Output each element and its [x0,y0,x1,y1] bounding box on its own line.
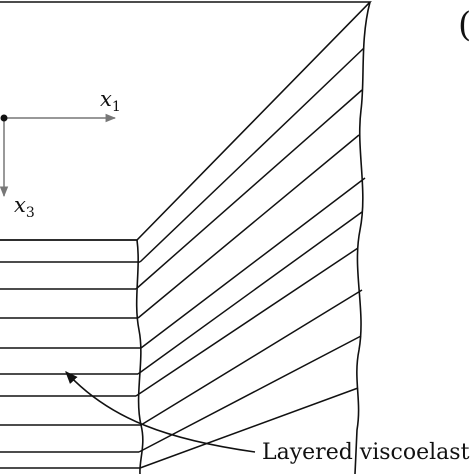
front-cut-edge [135,239,144,474]
side-layer-line [135,89,363,290]
annotation-label: Layered viscoelast [262,440,470,465]
side-layer-line [137,211,363,375]
side-layer-lines [135,47,366,469]
side-layer-line [139,387,359,469]
side-face-cut-edge [354,1,371,474]
x3-label: x3 [14,193,35,221]
top-face-outline [0,1,372,241]
coordinate-axes [0,113,117,198]
front-layer-lines [0,239,141,469]
x1-label: x1 [100,87,121,115]
side-layer-line [135,247,359,397]
origin-dot [0,114,8,122]
side-layer-line [137,134,360,319]
side-layer-line [140,177,366,349]
side-layer-line [138,335,362,453]
side-layer-line [140,289,363,426]
panel-label: ( [458,5,471,45]
side-layer-line [139,47,365,263]
annotation-arrow [65,371,256,453]
